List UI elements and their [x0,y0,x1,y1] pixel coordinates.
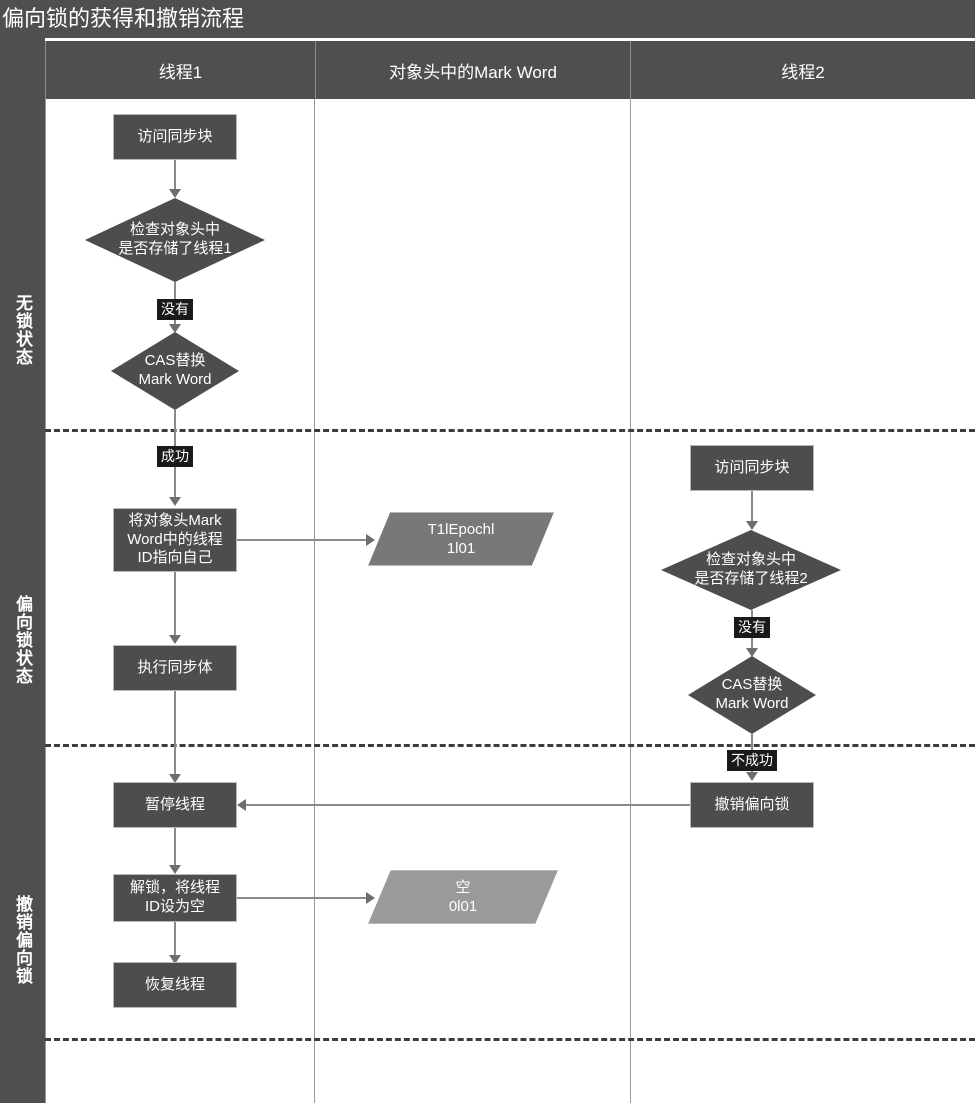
node-t2-check-line1: 检查对象头中 [705,551,796,569]
node-t1-setid-line2: Word中的线程 [127,530,223,548]
edge-label-t2-no: 没有 [734,617,770,638]
connector-revoke-to-pause [246,804,690,806]
node-t2-check-line2: 是否存储了线程2 [694,570,808,587]
connector-t1-exec-to-pause [174,691,176,779]
arrowhead-t2-cas-to-revoke [746,772,758,781]
column-divider-2 [630,99,631,1103]
arrowhead-t1-enter-to-check [169,189,181,198]
node-t1-unlock-line1: 解锁，将线程 [129,879,220,897]
column-header-markword: 对象头中的Mark Word [315,41,630,99]
node-markword-empty[interactable]: 空 0l01 [368,870,558,924]
node-mw-empty-line1: 空 [455,878,471,896]
node-t1-cas-line2: Mark Word [138,371,212,388]
node-t1-pause-thread[interactable]: 暂停线程 [113,782,237,828]
connector-t1-unlock-to-resume [174,922,176,960]
arrowhead-t1-check-to-cas [169,324,181,333]
arrowhead-t1-setid-to-exec [169,635,181,644]
column-header-thread2: 线程2 [630,41,975,99]
parallelogram-shape [368,870,558,924]
node-t1-check-line2: 是否存储了线程1 [118,240,232,257]
node-t1-enter-sync-block[interactable]: 访问同步块 [113,114,237,160]
connector-setid-to-markword [237,539,368,541]
node-t2-enter-sync-block[interactable]: 访问同步块 [690,445,814,491]
node-mw-biased-line1: T1lEpochl [427,520,495,538]
node-t1-cas-replace[interactable]: CAS替换 Mark Word [111,332,239,410]
node-mw-biased-line2: 1l01 [446,540,476,557]
node-t1-unlock-line2: ID设为空 [144,898,205,915]
lane-label-revoke: 撤销偏向锁 [13,895,32,985]
node-t1-check-owner[interactable]: 检查对象头中 是否存储了线程1 [85,198,265,282]
node-t2-cas-replace[interactable]: CAS替换 Mark Word [688,656,816,734]
node-markword-biased[interactable]: T1lEpochl 1l01 [368,512,554,566]
arrowhead-setid-to-markword [366,534,375,546]
lane-label-band [0,38,45,1103]
column-divider-left [45,99,46,1103]
edge-label-t2-fail: 不成功 [727,750,777,771]
node-t1-check-line1: 检查对象头中 [129,221,220,239]
column-divider-1 [314,99,315,1103]
arrowhead-t1-cas-to-setid [169,497,181,506]
page-title: 偏向锁的获得和撤销流程 [0,0,975,38]
edge-label-t1-success: 成功 [157,446,193,467]
connector-unlock-to-markword [237,897,368,899]
edge-label-t1-no: 没有 [157,299,193,320]
connector-t1-pause-to-unlock [174,828,176,870]
lane-separator-3 [45,1038,975,1041]
lane-separator-1 [45,429,975,432]
arrowhead-t2-check-to-cas [746,648,758,657]
lane-label-biased: 偏向锁状态 [13,595,32,685]
connector-t2-enter-to-check [751,491,753,525]
node-mw-empty-line2: 0l01 [448,898,478,915]
arrowhead-t1-exec-to-pause [169,774,181,783]
node-t1-set-thread-id[interactable]: 将对象头Mark Word中的线程 ID指向自己 [113,508,237,572]
lane-separator-2 [45,744,975,747]
arrowhead-t2-enter-to-check [746,521,758,530]
column-header-thread1: 线程1 [45,41,315,99]
node-t2-revoke-biased-lock[interactable]: 撤销偏向锁 [690,782,814,828]
node-t1-resume-thread[interactable]: 恢复线程 [113,962,237,1008]
node-t2-cas-line2: Mark Word [715,695,789,712]
node-t1-setid-line1: 将对象头Mark [128,511,222,529]
connector-t1-setid-to-exec [174,572,176,640]
node-t2-cas-line1: CAS替换 [721,676,783,694]
node-t1-setid-line3: ID指向自己 [137,549,213,567]
node-t2-check-owner[interactable]: 检查对象头中 是否存储了线程2 [661,530,841,610]
parallelogram-shape [368,512,554,566]
lane-label-unlocked: 无锁状态 [13,294,32,366]
node-t1-execute-sync-body[interactable]: 执行同步体 [113,645,237,691]
arrowhead-t1-pause-to-unlock [169,865,181,874]
connector-t1-enter-to-check [174,160,176,192]
arrowhead-revoke-to-pause [237,799,246,811]
arrowhead-t1-unlock-to-resume [169,955,181,964]
arrowhead-unlock-to-markword [366,892,375,904]
node-t1-cas-line1: CAS替换 [144,352,206,370]
node-t1-unlock-clear-id[interactable]: 解锁，将线程 ID设为空 [113,874,237,922]
